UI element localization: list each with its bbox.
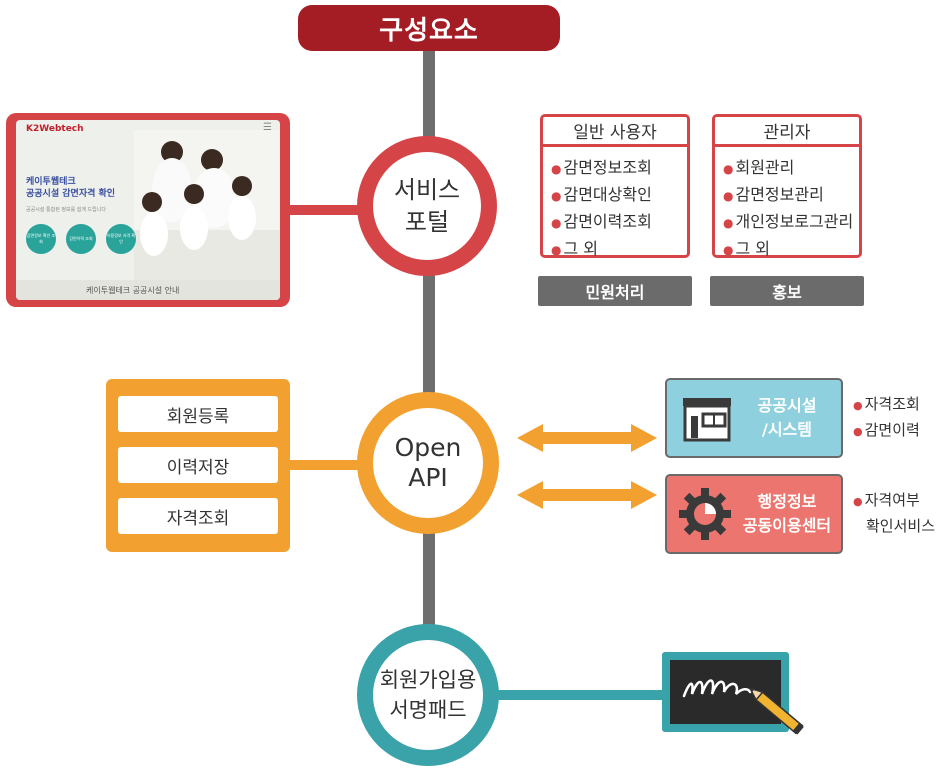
service-portal-node: 서비스 포털 [357,136,497,276]
portal-button-3[interactable]: 이용정보 자격 확인 [106,224,136,254]
connector-portal [285,205,365,215]
list-item: ●감면이력 [853,421,920,439]
portal-subtext: 공공시설 통합된 정보를 쉽게 드립니다 [26,207,106,213]
signature-pad-node: 회원가입용 서명패드 [357,624,499,766]
connector-functions [285,460,365,470]
service-portal-line1: 서비스 [393,176,461,204]
portal-logo: K2Webtech [26,124,84,134]
signature-pad-icon [682,679,804,735]
list-item: ●자격조회 [853,395,920,413]
portal-headline-line2: 공공시설 감면자격 확인 [26,189,116,199]
function-history-save: 이력저장 [118,447,278,483]
admin-box: 관리자 ●회원관리 ●감면정보관리 ●개인정보로그관리 ●그 외 [712,114,862,258]
portal-footer: 케이투웹테크 공공시설 안내 [16,280,280,300]
list-item: ●회원관리 [723,158,795,177]
function-register: 회원등록 [118,396,278,432]
public-facility-line2: /시스템 [761,420,812,439]
list-item: ●그 외 [551,239,599,258]
admin-header: 관리자 [715,117,859,147]
diagram-title: 구성요소 [298,5,560,51]
list-item: ●개인정보로그관리 [723,212,854,231]
portal-headline: 케이투웹테크 공공시설 감면자격 확인 [26,176,115,200]
admin-info-center-line1: 행정정보 [757,492,817,511]
list-item: ●감면정보관리 [723,185,824,204]
function-qualification-check: 자격조회 [118,498,278,534]
portal-screenshot: K2Webtech ☰ 케이투웹테크 공공시설 감면자격 확인 공공시설 통합된… [16,120,280,300]
admin-info-center-bullets: ●자격여부 확인서비스 [853,488,935,539]
general-user-header: 일반 사용자 [543,117,687,147]
open-api-line2: API [408,463,448,492]
admin-info-center-line2: 공동이용센터 [742,516,832,535]
general-user-box: 일반 사용자 ●감면정보조회 ●감면대상확인 ●감면이력조회 ●그 외 [540,114,690,258]
signature-pad-line2: 서명패드 [389,698,467,722]
portal-footer-text: 케이투웹테크 공공시설 안내 [86,286,180,295]
portal-headline-line1: 케이투웹테크 [26,177,76,187]
double-arrow-icon [517,481,657,509]
public-facility-bullets: ●자격조회 ●감면이력 [853,392,920,444]
list-item: ●감면대상확인 [551,185,652,204]
building-icon [683,398,731,442]
portal-button-2[interactable]: 감면이력 조회 [66,224,96,254]
list-item: 확인서비스 [866,517,936,535]
civil-service-tag: 민원처리 [538,276,692,306]
list-item: ●감면이력조회 [551,212,652,231]
open-api-node: Open API [357,392,499,534]
gear-icon [679,488,731,540]
portal-button-1[interactable]: 감면정보 확인 조회 [26,224,56,254]
family-photo [134,130,280,280]
general-user-list: ●감면정보조회 ●감면대상확인 ●감면이력조회 ●그 외 [551,155,652,263]
list-item: ●그 외 [723,239,771,258]
promotion-tag: 홍보 [710,276,864,306]
admin-list: ●회원관리 ●감면정보관리 ●개인정보로그관리 ●그 외 [723,155,853,263]
admin-info-center-box: 행정정보 공동이용센터 [665,474,843,554]
double-arrow-icon [517,424,657,452]
list-item: ●감면정보조회 [551,158,652,177]
list-item: ●자격여부 [853,491,920,509]
signature-pad-line1: 회원가입용 [379,668,477,692]
menu-icon[interactable]: ☰ [263,122,272,133]
public-facility-line1: 공공시설 [757,396,817,415]
public-facility-box: 공공시설 /시스템 [665,378,843,458]
connector-pad [496,690,676,700]
service-portal-line2: 포털 [404,208,450,236]
admin-info-center-label: 행정정보 공동이용센터 [735,490,839,538]
open-api-line1: Open [394,433,462,462]
public-facility-label: 공공시설 /시스템 [735,394,839,442]
